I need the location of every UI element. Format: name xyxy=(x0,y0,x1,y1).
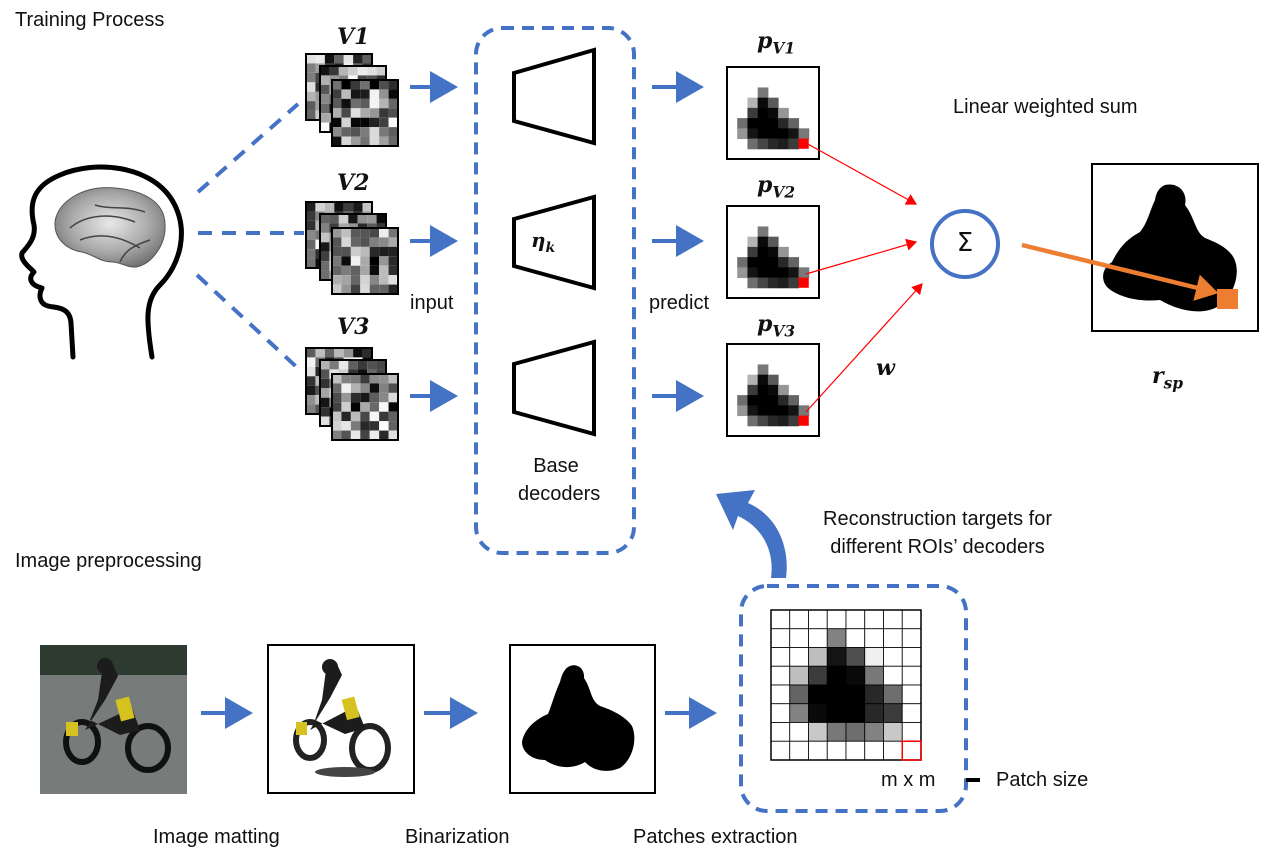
prediction-grid-2 xyxy=(726,205,820,299)
weight-arrows xyxy=(805,142,923,413)
voxel-label-1: V1 xyxy=(337,24,370,50)
step-binarization: Binarization xyxy=(405,826,510,848)
result-patch xyxy=(1217,289,1238,309)
decoder-2 xyxy=(512,194,596,291)
patch-grid xyxy=(770,609,922,761)
step-image-matting: Image matting xyxy=(153,826,280,848)
prediction-grids xyxy=(726,66,820,437)
weight-label: w xyxy=(876,355,895,381)
sum-circle xyxy=(930,209,1000,279)
pred-label-1: pV1 xyxy=(757,28,796,58)
selected-patch-2 xyxy=(798,277,809,288)
predict-label: predict xyxy=(649,292,710,314)
voxel-stack-2 xyxy=(305,201,399,295)
voxel-label-3: V3 xyxy=(337,314,370,340)
linear-weighted-sum-label: Linear weighted sum xyxy=(953,96,1138,118)
decoder-shapes xyxy=(512,47,596,437)
decoder-symbol: ηk xyxy=(531,228,556,256)
base-decoders-label: Base decoders xyxy=(518,455,601,505)
targets-curved-arrow xyxy=(716,490,787,578)
input-arrows xyxy=(410,71,458,412)
patch-size-label: Patch size xyxy=(996,769,1089,791)
photo-image xyxy=(40,645,187,794)
patch-dimension-label: m x m xyxy=(881,769,936,791)
patches-box xyxy=(739,584,968,813)
sum-output-arrow xyxy=(1021,242,1219,301)
reconstruction-targets-label: Reconstruction targets for different ROI… xyxy=(823,508,1052,558)
base-decoders-box xyxy=(474,26,636,555)
sum-symbol: Σ xyxy=(956,228,974,258)
pred-label-3: pV3 xyxy=(757,311,796,341)
voxel-label-2: V2 xyxy=(337,170,370,196)
prediction-grid-1 xyxy=(726,66,820,160)
voxel-stack-3 xyxy=(305,347,399,441)
voxel-stack-1 xyxy=(305,53,399,147)
matting-image xyxy=(267,644,415,794)
prediction-grid-3 xyxy=(726,343,820,437)
input-label: input xyxy=(410,292,454,314)
head-connector-lines xyxy=(195,102,304,374)
selected-patch-3 xyxy=(798,415,809,426)
predict-arrows xyxy=(652,71,704,412)
result-label: rsp xyxy=(1152,363,1184,393)
decoder-3 xyxy=(512,339,596,437)
step-patches-extraction: Patches extraction xyxy=(633,826,798,848)
decoder-1 xyxy=(512,47,596,146)
binarized-image xyxy=(509,644,656,794)
image-preprocessing-title: Image preprocessing xyxy=(15,550,202,572)
training-process-title: Training Process xyxy=(15,9,165,31)
pred-label-2: pV2 xyxy=(757,172,796,202)
patch-highlight xyxy=(901,740,922,761)
head-icon xyxy=(19,164,184,360)
voxel-stacks xyxy=(305,53,399,441)
selected-patch-1 xyxy=(798,138,809,149)
